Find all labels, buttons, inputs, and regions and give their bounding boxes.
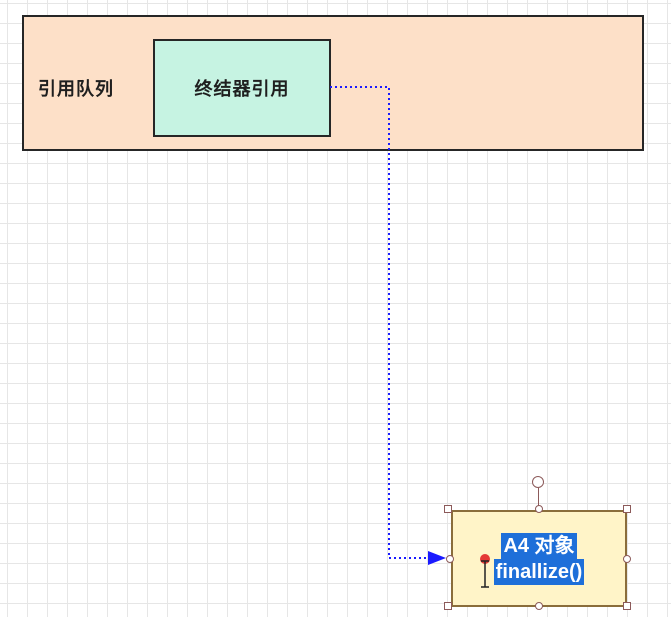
reference-queue-label: 引用队列 <box>38 79 114 99</box>
finalizer-reference-label: 终结器引用 <box>194 79 290 99</box>
resize-handle-bottom[interactable] <box>535 602 543 610</box>
resize-handle-left[interactable] <box>446 555 454 563</box>
a4-object-title[interactable]: A4 对象 <box>501 532 577 559</box>
resize-handle-right[interactable] <box>623 555 631 563</box>
resize-handle-top-left[interactable] <box>444 505 452 513</box>
reference-queue-box[interactable]: 引用队列 终结器引用 <box>22 15 644 151</box>
resize-handle-bottom-left[interactable] <box>444 602 452 610</box>
finalizer-reference-box[interactable]: 终结器引用 <box>153 39 331 137</box>
rotate-handle[interactable] <box>532 476 544 488</box>
resize-handle-bottom-right[interactable] <box>623 602 631 610</box>
rotate-stem <box>538 488 539 506</box>
resize-handle-top-right[interactable] <box>623 505 631 513</box>
text-cursor-icon <box>480 554 490 588</box>
connector-arrowhead <box>428 551 446 565</box>
resize-handle-top[interactable] <box>535 505 543 513</box>
dotted-connector-line <box>330 86 428 559</box>
finalize-method-label[interactable]: finallize() <box>493 558 585 585</box>
